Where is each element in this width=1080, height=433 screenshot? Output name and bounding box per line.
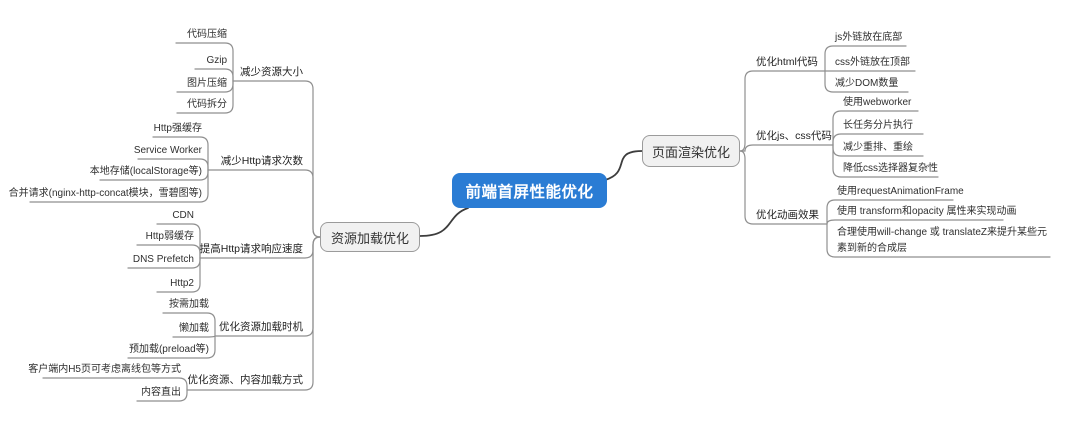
connector-leaf [136, 244, 201, 259]
leaf-will-change-compositing[interactable]: 合理使用will-change 或 translateZ来提升某些元素到新的合成… [837, 227, 1048, 254]
leaf-transform-opacity[interactable]: 使用 transform和opacity 属性来实现动画 [837, 206, 1017, 217]
leaf-service-worker[interactable]: Service Worker [133, 145, 202, 156]
connector-leaf [156, 223, 201, 259]
leaf-css-links-top[interactable]: css外链放在顶部 [835, 57, 910, 68]
label-optimize-load-timing[interactable]: 优化资源加载时机 [219, 321, 303, 333]
connector-branch [739, 144, 834, 152]
label-optimize-html[interactable]: 优化html代码 [756, 56, 818, 68]
connector-branch [739, 150, 828, 225]
connector-leaf [162, 312, 216, 337]
connector-leaf [824, 45, 907, 72]
leaf-image-compression[interactable]: 图片压缩 [187, 78, 227, 89]
connector-leaf [832, 110, 919, 146]
connector-leaf [137, 158, 209, 171]
connector-branch [739, 70, 826, 152]
leaf-dns-prefetch[interactable]: DNS Prefetch [132, 254, 194, 265]
leaf-local-storage[interactable]: 本地存储(localStorage等) [89, 166, 202, 177]
label-reduce-resource-size[interactable]: 减少资源大小 [240, 66, 303, 78]
connector-leaf [152, 136, 209, 171]
connector-leaf [194, 68, 234, 82]
connector-root-to-render [604, 150, 643, 181]
leaf-webworker[interactable]: 使用webworker [843, 97, 912, 108]
leaf-content-direct-out[interactable]: 内容直出 [141, 387, 181, 398]
connector-leaf [136, 388, 188, 402]
connector-leaf [824, 70, 909, 93]
label-optimize-animation[interactable]: 优化动画效果 [756, 209, 819, 221]
leaf-cdn[interactable]: CDN [172, 210, 194, 221]
connector-leaf [832, 144, 939, 178]
label-optimize-load-method[interactable]: 优化资源、内容加载方式 [187, 374, 304, 386]
leaf-http-weak-cache[interactable]: Http弱缓存 [145, 231, 194, 242]
leaf-long-task-slicing[interactable]: 长任务分片执行 [843, 120, 913, 131]
connector-leaf [156, 257, 201, 293]
connector-leaf [832, 133, 924, 146]
connector-leaf [175, 42, 234, 82]
connector-leaf [127, 335, 216, 359]
leaf-code-splitting[interactable]: 代码拆分 [187, 99, 227, 110]
leaf-merge-requests[interactable]: 合并请求(nginx-http-concat模块，雪碧图等) [8, 188, 202, 199]
connector-leaf [42, 377, 188, 390]
label-optimize-js-css[interactable]: 优化js、css代码 [756, 130, 832, 142]
connector-leaf [29, 169, 209, 203]
leaf-load-on-demand[interactable]: 按需加载 [169, 299, 209, 310]
leaf-http-strong-cache[interactable]: Http强缓存 [153, 123, 202, 134]
branch-node-page-render[interactable]: 页面渲染优化 [642, 135, 740, 167]
leaf-h5-offline-package[interactable]: 客户端内H5页可考虑离线包等方式 [28, 364, 181, 375]
connector-leaf [826, 219, 1004, 225]
branch-node-resource-loading[interactable]: 资源加载优化 [320, 222, 420, 252]
label-reduce-http-requests[interactable]: 减少Http请求次数 [220, 155, 303, 167]
leaf-gzip[interactable]: Gzip [206, 55, 227, 66]
leaf-lazy-load[interactable]: 懒加载 [179, 323, 209, 334]
leaf-js-links-bottom[interactable]: js外链放在底部 [835, 32, 903, 43]
connector-leaf [826, 223, 1051, 258]
connector-branch [186, 236, 321, 391]
root-node[interactable]: 前端首屏性能优化 [452, 173, 607, 208]
label-improve-http-response[interactable]: 提高Http请求响应速度 [199, 243, 303, 255]
leaf-http2[interactable]: Http2 [170, 278, 194, 289]
leaf-preload[interactable]: 预加载(preload等) [128, 344, 209, 355]
connector-leaf [826, 199, 954, 225]
connector-leaf [176, 80, 234, 114]
connector-root-to-resource [419, 207, 469, 237]
leaf-reduce-dom-count[interactable]: 减少DOM数量 [835, 78, 899, 89]
leaf-code-compression[interactable]: 代码压缩 [187, 29, 227, 40]
connector-branch [207, 169, 321, 238]
leaf-css-selector-complexity[interactable]: 降低css选择器复杂性 [843, 163, 938, 174]
leaf-reduce-reflow-repaint[interactable]: 减少重排、重绘 [843, 142, 913, 153]
leaf-request-animation-frame[interactable]: 使用requestAnimationFrame [837, 186, 964, 197]
